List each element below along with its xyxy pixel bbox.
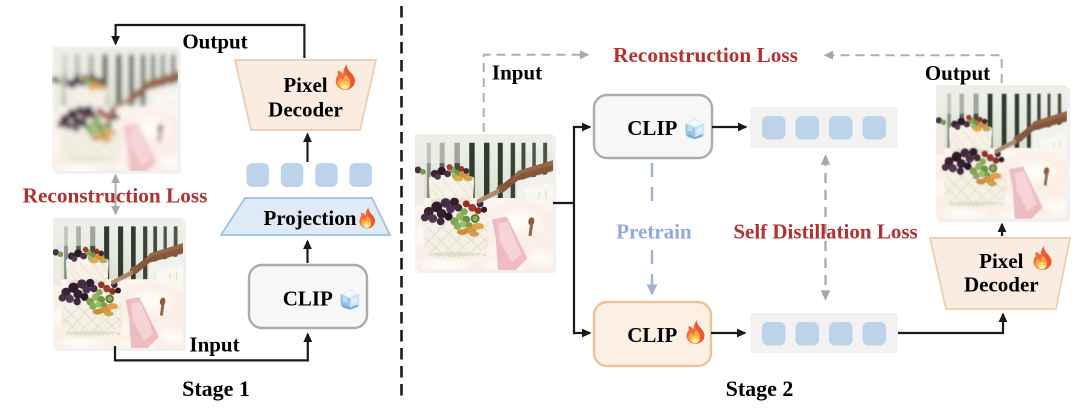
svg-text:Reconstruction Loss: Reconstruction Loss	[23, 184, 208, 208]
svg-text:Projection: Projection	[264, 206, 357, 230]
svg-text:Decoder: Decoder	[964, 273, 1039, 297]
svg-text:Input: Input	[492, 61, 542, 85]
svg-text:Pretrain: Pretrain	[616, 220, 692, 244]
svg-text:Decoder: Decoder	[268, 98, 343, 122]
svg-text:CLIP: CLIP	[627, 116, 677, 140]
svg-text:Stage 2: Stage 2	[726, 376, 794, 401]
svg-text:Reconstruction Loss: Reconstruction Loss	[613, 43, 798, 67]
svg-text:Output: Output	[925, 61, 990, 85]
svg-text:Pixel: Pixel	[979, 249, 1023, 273]
svg-text:CLIP: CLIP	[283, 287, 333, 311]
svg-text:Input: Input	[189, 333, 239, 357]
svg-text:Pixel: Pixel	[283, 73, 327, 97]
svg-text:Stage 1: Stage 1	[182, 376, 250, 401]
svg-text:CLIP: CLIP	[627, 323, 677, 347]
svg-text:Self Distillation Loss: Self Distillation Loss	[733, 220, 917, 244]
svg-text:Output: Output	[182, 30, 247, 54]
